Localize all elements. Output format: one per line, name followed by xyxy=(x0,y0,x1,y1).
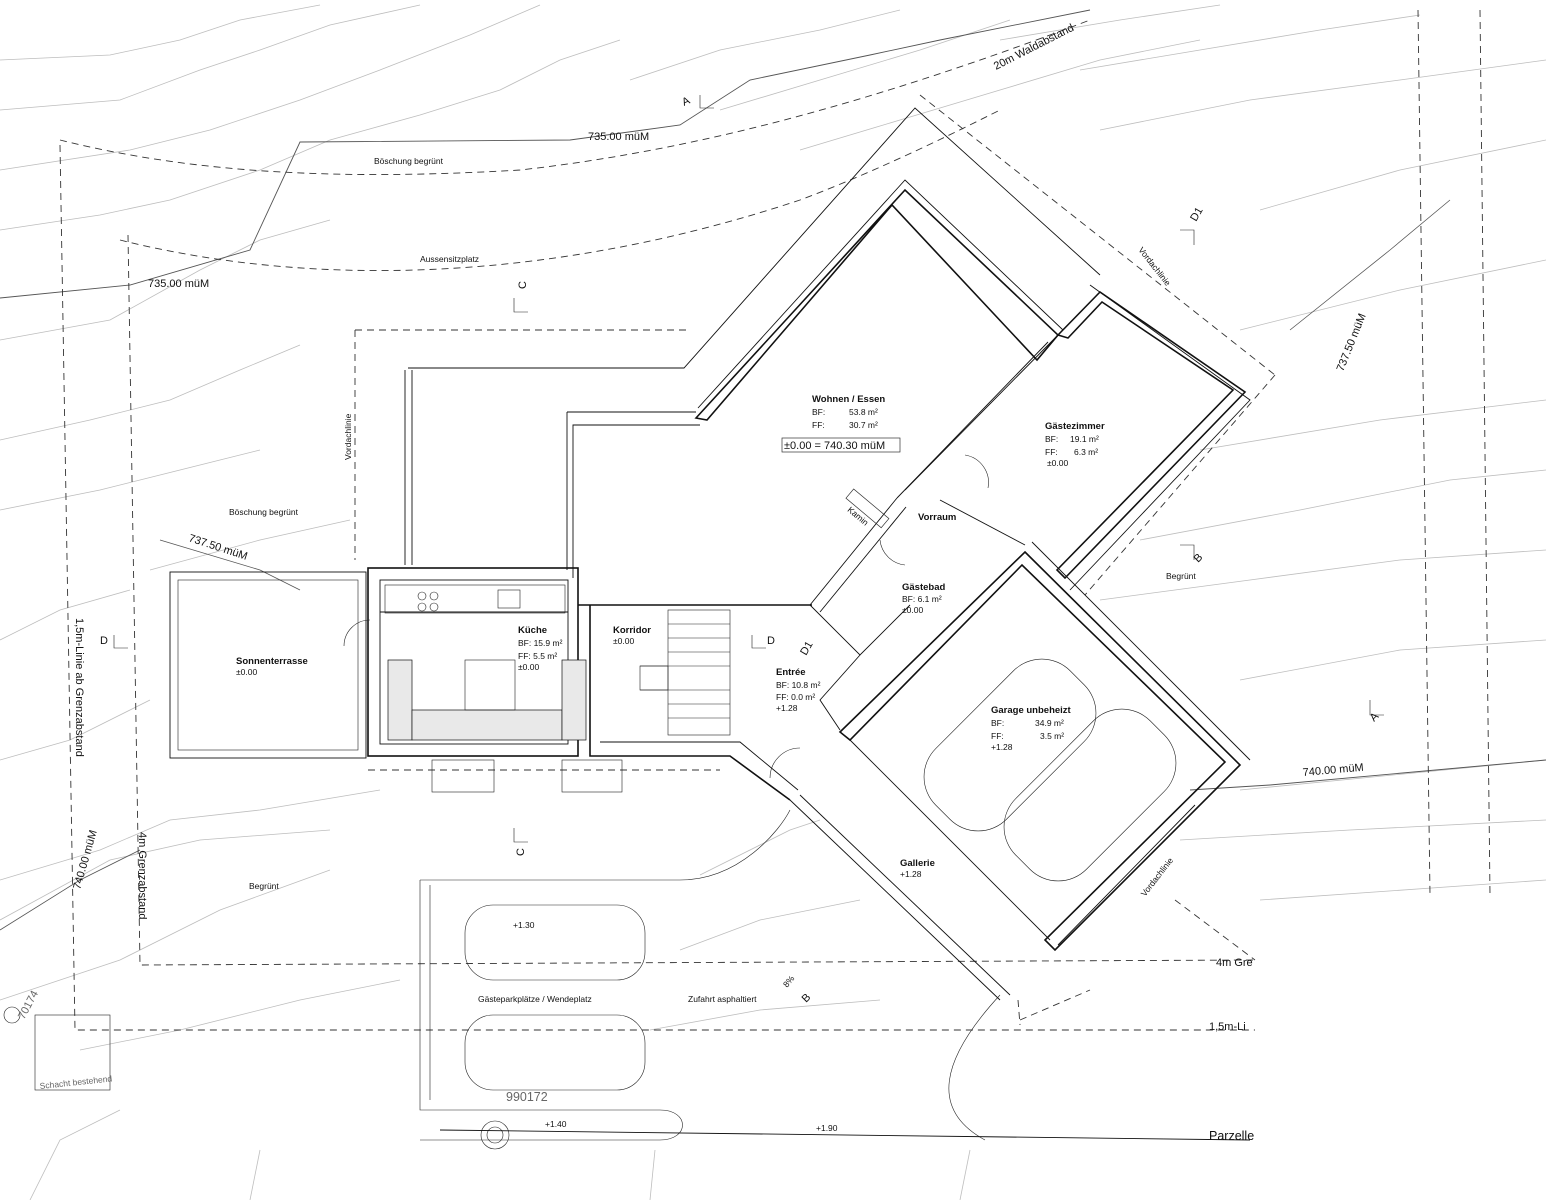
label-parcel-990172: 990172 xyxy=(506,1090,548,1104)
label-begruent-bottom: Begrünt xyxy=(249,881,279,891)
label-vordachlinie-right: Vordachlinie xyxy=(1136,245,1173,288)
room-wohnen-ff: 30.7 m² xyxy=(849,420,878,430)
labelled-contours xyxy=(0,9,1546,931)
room-entree-bf: BF: 10.8 m² xyxy=(776,680,821,690)
room-gaestebad-name: Gästebad xyxy=(902,582,945,593)
section-a-top: A xyxy=(680,94,692,108)
room-wohnen-ff-label: FF: xyxy=(812,420,825,430)
room-entree-level: +1.28 xyxy=(776,703,798,713)
room-kueche-level: ±0.00 xyxy=(518,662,539,672)
section-c-top: C xyxy=(517,281,529,289)
contour-737-left: 737.50 müM xyxy=(187,532,249,562)
section-d1-middle: D1 xyxy=(798,639,815,657)
room-kueche-ff: FF: 5.5 m² xyxy=(518,651,557,661)
room-garage-ff-label: FF: xyxy=(991,731,1004,741)
room-entree-ff: FF: 0.0 m² xyxy=(776,692,815,702)
room-korridor-level: ±0.00 xyxy=(613,636,634,646)
setback-lines xyxy=(59,9,1491,1031)
label-parzelle: Parzelle xyxy=(1209,1129,1254,1143)
section-b-right: B xyxy=(1192,551,1206,565)
label-level-190: +1.90 xyxy=(816,1123,838,1133)
room-entree-name: Entrée xyxy=(776,667,806,678)
garage-cars xyxy=(923,658,1177,882)
building-walls xyxy=(169,107,1251,1001)
label-aussensitzplatz: Aussensitzplatz xyxy=(420,254,479,264)
label-begruent-right: Begrünt xyxy=(1166,571,1196,581)
section-d-left: D xyxy=(100,635,108,647)
room-gaestezimmer-ff-label: FF: xyxy=(1045,447,1058,457)
setback-grenz-4m: 4m Grenzabstand xyxy=(136,832,148,919)
room-gaestezimmer-name: Gästezimmer xyxy=(1045,421,1105,432)
label-slope: 8% xyxy=(781,973,797,989)
section-d1-top: D1 xyxy=(1188,205,1205,223)
label-level-140: +1.40 xyxy=(545,1119,567,1129)
staircase xyxy=(639,609,731,736)
room-gaestezimmer-level: ±0.00 xyxy=(1047,458,1068,468)
room-garage-bf: 34.9 m² xyxy=(1035,718,1064,728)
room-garage-name: Garage unbeheizt xyxy=(991,705,1072,716)
room-gallerie-name: Gallerie xyxy=(900,858,935,869)
room-wohnen-bf: 53.8 m² xyxy=(849,407,878,417)
room-garage-ff: 3.5 m² xyxy=(1040,731,1064,741)
setback-grenz-15: 1,5m-Linie ab Grenzabstand xyxy=(73,618,85,757)
kamin-box xyxy=(845,488,890,529)
room-kueche-name: Küche xyxy=(518,625,547,636)
room-garage-level: +1.28 xyxy=(991,742,1013,752)
kitchen-cabinets xyxy=(384,584,587,741)
parking-area xyxy=(3,759,1251,1150)
room-gaestezimmer-bf: 19.1 m² xyxy=(1070,434,1099,444)
room-vorraum-name: Vorraum xyxy=(918,512,956,523)
label-vordachlinie-left: Vordachlinie xyxy=(343,413,353,460)
section-d-right: D xyxy=(767,635,775,647)
contour-735-top: 735.00 müM xyxy=(588,131,649,143)
door-swings xyxy=(343,454,989,779)
room-gaestezimmer-bf-label: BF: xyxy=(1045,434,1058,444)
label-zufahrt: Zufahrt asphaltiert xyxy=(688,994,757,1004)
contour-740-right: 740.00 müM xyxy=(1302,762,1364,779)
room-gaestebad-bf: BF: 6.1 m² xyxy=(902,594,942,604)
room-wohnen-name: Wohnen / Essen xyxy=(812,394,885,405)
room-gallerie-level: +1.28 xyxy=(900,869,922,879)
contour-735-left: 735.00 müM xyxy=(148,278,209,290)
label-schacht: Schacht bestehend xyxy=(39,1073,113,1091)
label-boeschung-left: Böschung begrünt xyxy=(229,507,299,517)
room-korridor-name: Korridor xyxy=(613,625,651,636)
setback-grenz-4m-short: 4m Gre xyxy=(1216,957,1253,969)
label-park-level: +1.30 xyxy=(513,920,535,930)
section-b-bottom: B xyxy=(800,991,814,1005)
label-gaesteparkplaetze: Gästeparkplätze / Wendeplatz xyxy=(478,994,592,1004)
room-sonnenterrasse-level: ±0.00 xyxy=(236,667,257,677)
room-wohnen-bf-label: BF: xyxy=(812,407,825,417)
room-garage-bf-label: BF: xyxy=(991,718,1004,728)
room-sonnenterrasse-name: Sonnenterrasse xyxy=(236,656,308,667)
room-gaestezimmer-ff: 6.3 m² xyxy=(1074,447,1098,457)
contour-737-right: 737.50 müM xyxy=(1335,312,1369,373)
section-markers xyxy=(113,95,1384,843)
label-boeschung-top: Böschung begrünt xyxy=(374,156,444,166)
terrain-contours xyxy=(0,4,1546,1200)
setback-grenz-15-short: 1,5m-Li xyxy=(1209,1021,1246,1033)
contour-740-left: 740.00 müM xyxy=(71,829,99,891)
reference-level-box xyxy=(781,437,901,453)
room-gaestebad-level: ±0.00 xyxy=(902,605,923,615)
room-kueche-bf: BF: 15.9 m² xyxy=(518,638,563,648)
setback-wald: 20m Waldabstand xyxy=(992,22,1076,73)
reference-level: ±0.00 = 740.30 müM xyxy=(784,440,885,452)
section-c-bottom: C xyxy=(515,848,527,856)
